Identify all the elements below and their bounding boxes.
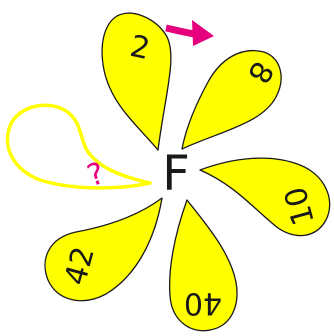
petal-40: 40 — [168, 199, 238, 332]
petal-2-shape — [101, 12, 172, 151]
petal-2: 2 — [101, 12, 172, 151]
petal-unknown-shape — [5, 103, 152, 190]
petal-40-label: 40 — [184, 286, 222, 321]
center-letter: F — [162, 146, 190, 202]
petal-42-shape — [44, 197, 163, 302]
petal-unknown: ? — [5, 103, 152, 194]
petal-8: 8 — [181, 50, 282, 150]
petal-10: 10 — [199, 157, 331, 237]
petal-8-shape — [181, 50, 282, 150]
petal-40-shape — [168, 199, 238, 332]
petal-42: 42 — [44, 197, 163, 302]
curved-arrow-right-icon — [165, 20, 214, 46]
petal-10-shape — [199, 157, 331, 237]
